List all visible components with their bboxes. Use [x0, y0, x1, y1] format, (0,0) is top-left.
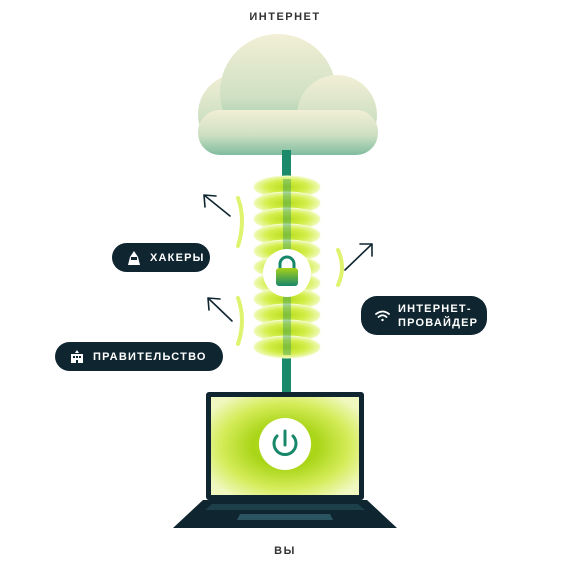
tunnel-ring	[253, 335, 321, 359]
hackers-label: ХАКЕРЫ	[150, 251, 205, 264]
lock-icon	[263, 249, 311, 297]
signal-waves	[236, 196, 344, 346]
internet-label: ИНТЕРНЕТ	[249, 11, 321, 23]
cloud-icon	[198, 34, 378, 155]
you-label: ВЫ	[274, 545, 296, 557]
government-label: ПРАВИТЕЛЬСТВО	[93, 350, 207, 363]
wifi-icon	[374, 308, 390, 324]
isp-label-line2: ПРОВАЙДЕР	[398, 316, 479, 329]
hacker-icon	[126, 250, 142, 266]
isp-pill: ИНТЕРНЕТ- ПРОВАЙДЕР	[361, 296, 487, 335]
hackers-pill: ХАКЕРЫ	[112, 243, 210, 272]
arrow-icon	[203, 194, 373, 322]
isp-label-line1: ИНТЕРНЕТ-	[398, 302, 472, 315]
power-icon[interactable]	[259, 418, 311, 470]
building-icon	[69, 349, 85, 365]
government-pill: ПРАВИТЕЛЬСТВО	[55, 342, 223, 371]
